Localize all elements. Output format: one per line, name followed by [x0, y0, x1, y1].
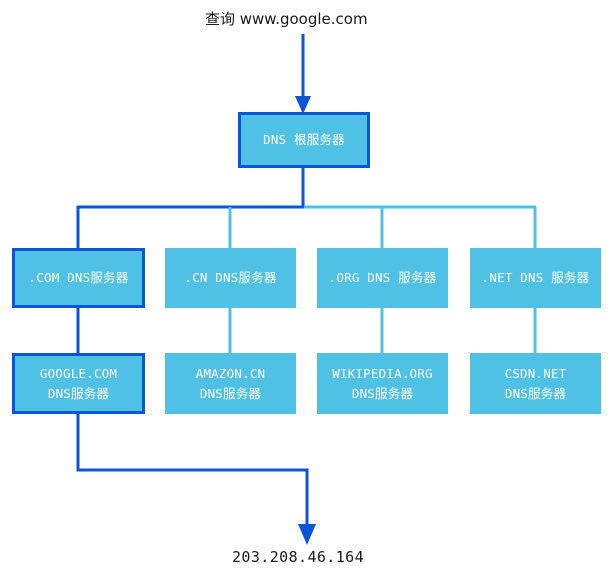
node-auth-amazon-line2: DNS服务器 — [199, 385, 262, 401]
node-auth-amazon[interactable]: AMAZON.CN DNS服务器 — [165, 353, 296, 414]
node-tld-com-label: .COM DNS服务器 — [28, 270, 129, 286]
node-auth-csdn[interactable]: CSDN.NET DNS服务器 — [470, 353, 601, 414]
answer-arrow-head — [298, 524, 316, 545]
node-dns-root-label: DNS 根服务器 — [263, 132, 345, 148]
node-auth-wikipedia-line1: WIKIPEDIA.ORG — [332, 366, 433, 382]
query-caption: 查询 www.google.com — [205, 10, 368, 28]
node-auth-wikipedia-line2: DNS服务器 — [351, 385, 414, 401]
node-tld-cn[interactable]: .CN DNS服务器 — [165, 248, 296, 308]
node-auth-csdn-line1: CSDN.NET — [504, 366, 567, 382]
node-dns-root[interactable]: DNS 根服务器 — [238, 112, 370, 168]
node-tld-com[interactable]: .COM DNS服务器 — [12, 248, 145, 308]
node-auth-google-line2: DNS服务器 — [47, 385, 110, 401]
answer-return-path — [76, 414, 309, 533]
node-tld-net[interactable]: .NET DNS 服务器 — [470, 248, 601, 308]
node-auth-amazon-line1: AMAZON.CN — [195, 366, 266, 382]
node-auth-wikipedia[interactable]: WIKIPEDIA.ORG DNS服务器 — [317, 353, 448, 414]
resolved-ip-caption: 203.208.46.164 — [232, 548, 365, 566]
node-tld-org[interactable]: .ORG DNS 服务器 — [317, 248, 448, 308]
node-tld-cn-label: .CN DNS服务器 — [184, 270, 277, 286]
node-tld-org-label: .ORG DNS 服务器 — [328, 270, 437, 286]
node-auth-google[interactable]: GOOGLE.COM DNS服务器 — [12, 353, 145, 414]
node-auth-csdn-line2: DNS服务器 — [504, 385, 567, 401]
node-tld-net-label: .NET DNS 服务器 — [481, 270, 590, 286]
node-auth-google-line1: GOOGLE.COM — [39, 366, 118, 382]
